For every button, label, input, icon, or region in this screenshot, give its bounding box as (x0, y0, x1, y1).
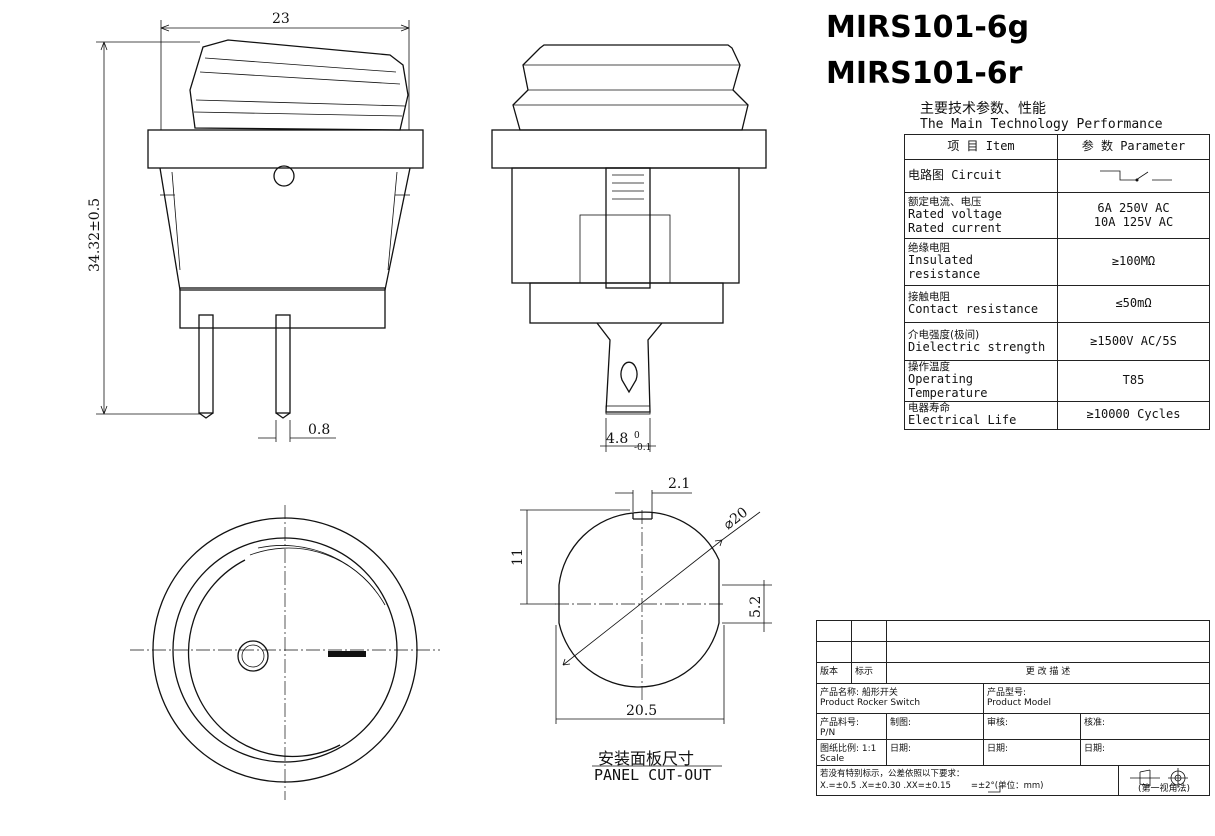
tb-part-no-label: 产品料号: (820, 718, 860, 728)
dim-terminal-tol: 0 (634, 431, 640, 441)
spec-temp-value: T85 (1057, 360, 1210, 402)
tb-product-name-value: 船形开关 (861, 688, 898, 698)
tb-date-1: 日期: (886, 739, 984, 766)
side-view: 4.8 0 -0.1 (491, 44, 767, 453)
spec-life-cn: 电器寿命 (908, 402, 950, 415)
tb-angle-tol: =±2°(单位：mm) (970, 781, 1044, 791)
spec-row-circuit: 电路图 Circuit (904, 159, 1210, 193)
panel-cutout-view: 2.1 ⌀20 11 5.2 20.5 (510, 476, 772, 767)
spec-life-en: Electrical Life (908, 413, 1017, 428)
tb-projection: (第一视角法) (1118, 765, 1210, 796)
spec-circuit-en: Circuit (951, 168, 1002, 183)
spec-rated-value2: 10A 125V AC (1093, 214, 1174, 229)
spec-rated-en: Rated voltage (908, 206, 1002, 221)
spec-contact-en: Contact resistance (908, 302, 1039, 317)
dim-height: 34.32±0.5 (87, 198, 103, 272)
spec-diel-en: Dielectric strength (908, 339, 1046, 354)
tb-product-label-en: Product (820, 698, 855, 708)
tb-review: 审核: (983, 713, 1081, 740)
dim-flat-height: 11 (510, 548, 526, 566)
dim-terminal-tol2: -0.1 (634, 443, 651, 453)
model-title-r: MIRS101-6r (826, 56, 1023, 91)
tb-version: 版本 (816, 662, 852, 684)
tb-date-2: 日期: (983, 739, 1081, 766)
tb-scale-en: Scale (820, 754, 845, 764)
spec-heading-cn: 主要技术参数、性能 (920, 101, 1046, 117)
panel-cutout-label-en: PANEL CUT-OUT (594, 766, 712, 784)
spec-col-item: 项 目 Item (904, 134, 1058, 160)
tb-product-model-en: Product Model (987, 698, 1052, 708)
spec-heading-en: The Main Technology Performance (920, 117, 1163, 132)
title-block: 版本 标示 更 改 描 述 产品名称: 船形开关 Product Rocker S… (816, 620, 1210, 796)
spec-rated-value: 6A 250V AC (1097, 200, 1170, 215)
spec-rated-en2: Rated current (908, 220, 1002, 235)
spec-insul-en2: resistance (908, 267, 981, 282)
spec-contact-value: ≤50mΩ (1057, 285, 1210, 323)
spec-diel-value: ≥1500V AC/5S (1057, 322, 1210, 361)
tb-change-desc: 更 改 描 述 (886, 662, 1210, 684)
tb-approve: 核准: (1080, 713, 1210, 740)
dim-terminal-width: 4.8 (606, 431, 628, 447)
tb-tolerance-values: X.=±0.5 .X=±0.30 .XX=±0.15 (820, 781, 951, 791)
spec-life-value: ≥10000 Cycles (1057, 400, 1210, 430)
spec-circuit-cn: 电路图 (908, 168, 945, 183)
dim-key-width: 2.1 (668, 476, 690, 492)
dim-key-depth: 5.2 (748, 596, 764, 618)
spec-col-param: 参 数 Parameter (1057, 134, 1210, 160)
tb-part-no-en: P/N (820, 728, 836, 738)
spec-diel-cn: 介电强度(极间) (908, 328, 980, 341)
tb-product-value-en: Rocker Switch (857, 698, 921, 708)
spec-contact-cn: 接触电阻 (908, 291, 950, 304)
dim-width: 23 (272, 11, 290, 27)
bottom-view (130, 505, 440, 800)
tb-product-model-label: 产品型号: (987, 688, 1027, 698)
tb-scale-label: 图纸比例: (820, 744, 860, 754)
spec-insul-value: ≥100MΩ (1057, 238, 1210, 286)
tb-mark: 标示 (851, 662, 887, 684)
spec-rated-cn: 额定电流、电压 (908, 195, 982, 208)
spec-insul-cn: 绝缘电阻 (908, 242, 950, 255)
spec-table: 项 目 Item 参 数 Parameter 电路图 Circuit 额定电流、… (904, 134, 1210, 430)
spec-temp-cn: 操作温度 (908, 361, 950, 373)
tb-drawn: 制图: (886, 713, 984, 740)
tb-date-3: 日期: (1080, 739, 1210, 766)
dim-cutout-width: 20.5 (626, 703, 657, 719)
spec-temp-en: Operating Temperature (908, 372, 988, 400)
front-view: 23 34.32±0.5 0.8 (87, 11, 424, 442)
spec-circuit-value (1057, 159, 1210, 193)
panel-cutout-label-cn: 安装面板尺寸 (598, 749, 695, 768)
tb-scale-value: 1:1 (861, 744, 877, 754)
tb-product-name-label: 产品名称: (820, 688, 860, 698)
model-title-g: MIRS101-6g (826, 10, 1030, 45)
dim-diameter: ⌀20 (721, 504, 752, 533)
spec-row-dielectric: 介电强度(极间)Dielectric strength ≥1500V AC/5S (904, 322, 1210, 361)
dim-pin-thickness: 0.8 (308, 422, 330, 438)
spec-insul-en: Insulated (908, 253, 974, 268)
tb-tolerance-note: 若没有特别标示，公差依照以下要求： (820, 769, 965, 779)
